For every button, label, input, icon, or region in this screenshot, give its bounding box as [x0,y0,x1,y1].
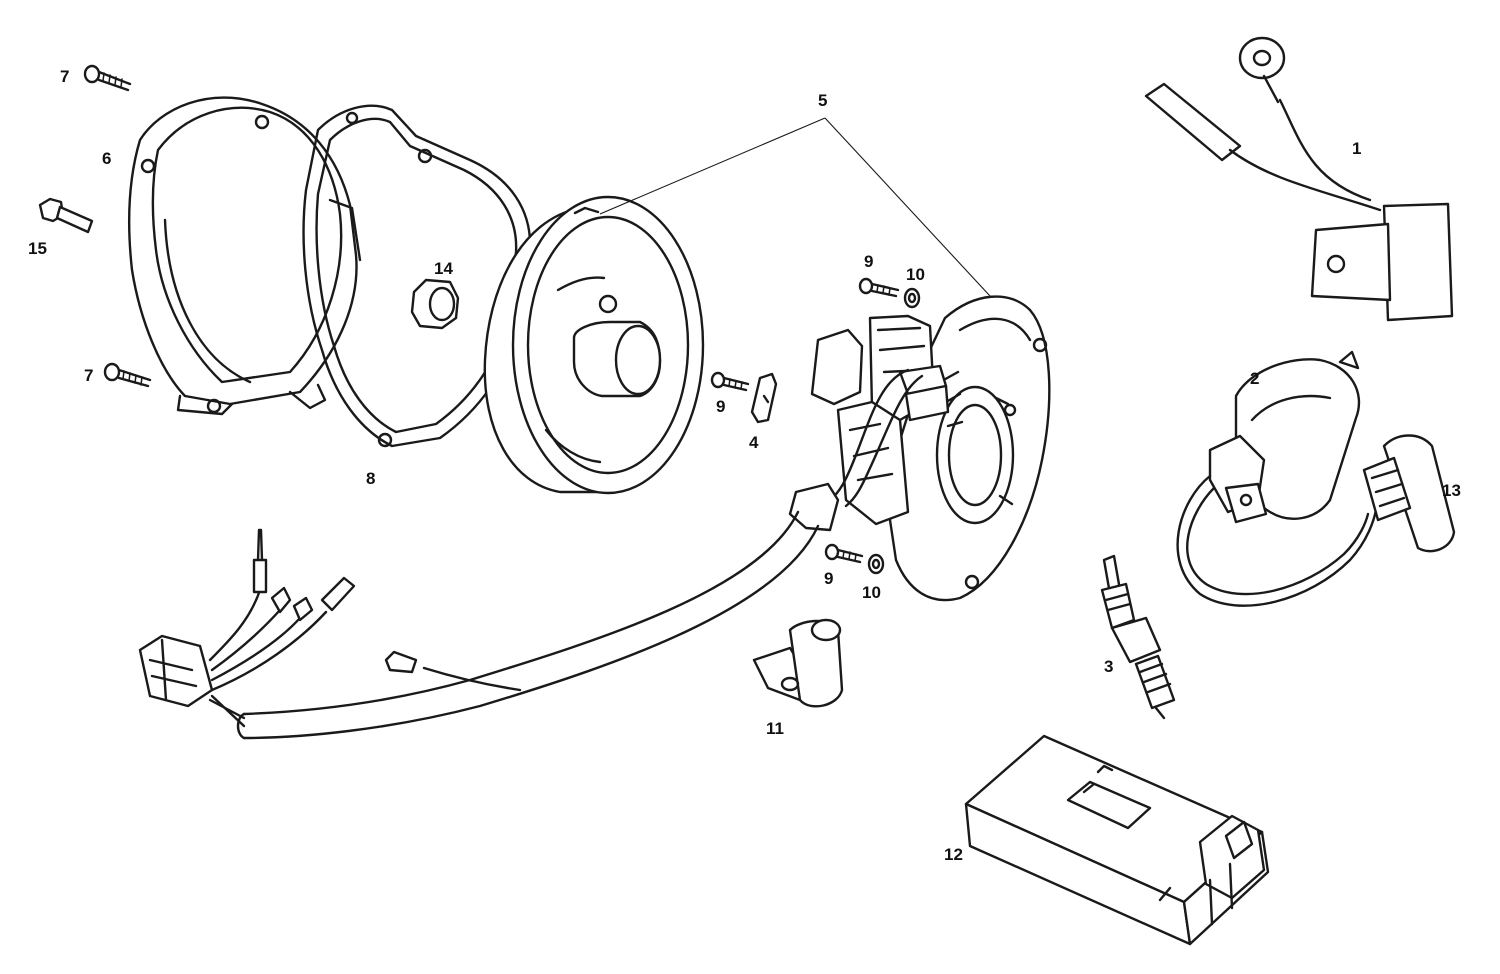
label-part-13: 13 [1442,481,1461,500]
label-part-6: 6 [102,149,111,168]
screw-9-middle [710,371,750,392]
label-part-7-lower: 7 [84,366,93,385]
label-part-1: 1 [1352,139,1361,158]
leader-line-5-stator [824,117,991,297]
cap-11 [752,618,844,708]
cover-6 [127,96,362,416]
screw-9-upper [858,277,900,298]
washer-10-lower [867,553,885,575]
gasket-8 [302,104,532,448]
label-part-10-upper: 10 [906,265,925,284]
wiring-harness [138,482,840,740]
label-part-12: 12 [944,845,963,864]
screw-7-lower [103,362,152,388]
bolt-15 [38,197,94,234]
screw-9-lower [824,543,864,564]
cdi-unit-12 [964,734,1270,946]
stator [810,295,1051,602]
label-part-9-middle: 9 [716,397,725,416]
spark-plug-cap-13 [1362,434,1456,553]
washer-10-upper [903,287,921,309]
regulator-1 [1144,36,1454,322]
key-4 [750,372,778,424]
label-part-7-upper: 7 [60,67,69,86]
label-part-5: 5 [818,91,827,110]
label-part-9-upper: 9 [864,252,873,271]
label-part-8: 8 [366,469,375,488]
label-part-15: 15 [28,239,47,258]
label-part-11: 11 [766,719,784,738]
ignition-coil-2 [1176,350,1378,607]
flywheel-rotor [483,195,705,495]
spark-plug-3 [1100,554,1176,720]
label-part-4: 4 [749,433,759,452]
label-part-14: 14 [434,259,453,278]
screw-7-upper [83,64,132,92]
label-part-3: 3 [1104,657,1113,676]
label-part-9-lower: 9 [824,569,833,588]
leader-line-5-rotor [599,117,826,215]
label-part-10-lower: 10 [862,583,881,602]
nut-14 [410,278,460,330]
label-part-2: 2 [1250,369,1259,388]
